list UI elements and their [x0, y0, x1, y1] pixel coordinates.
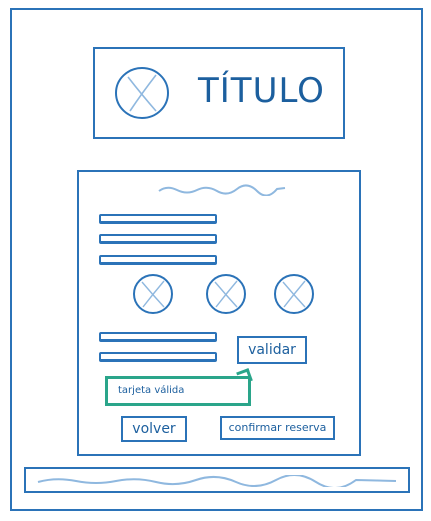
- image-placeholder-icon[interactable]: [205, 273, 247, 315]
- card-field-2[interactable]: [99, 352, 217, 362]
- image-placeholder-icon[interactable]: [132, 273, 174, 315]
- header: TÍTULO: [93, 47, 345, 139]
- footer: [24, 467, 410, 493]
- image-placeholder-icon: [115, 67, 169, 119]
- phone-frame: [10, 8, 423, 511]
- valid-card-tooltip: tarjeta válida: [105, 376, 251, 406]
- page-title: TÍTULO: [198, 71, 325, 111]
- card-field-1[interactable]: [99, 332, 217, 342]
- main-panel: validar tarjeta válida volver confirmar …: [77, 170, 361, 456]
- validate-button[interactable]: validar: [237, 336, 307, 364]
- confirm-booking-button[interactable]: confirmar reserva: [220, 416, 335, 440]
- footer-placeholder-text: [37, 475, 397, 487]
- form-field-3[interactable]: [99, 255, 217, 265]
- heading-placeholder: [158, 184, 286, 196]
- form-field-2[interactable]: [99, 234, 217, 244]
- form-field-1[interactable]: [99, 214, 217, 224]
- back-button[interactable]: volver: [121, 416, 187, 442]
- image-placeholder-icon[interactable]: [273, 273, 315, 315]
